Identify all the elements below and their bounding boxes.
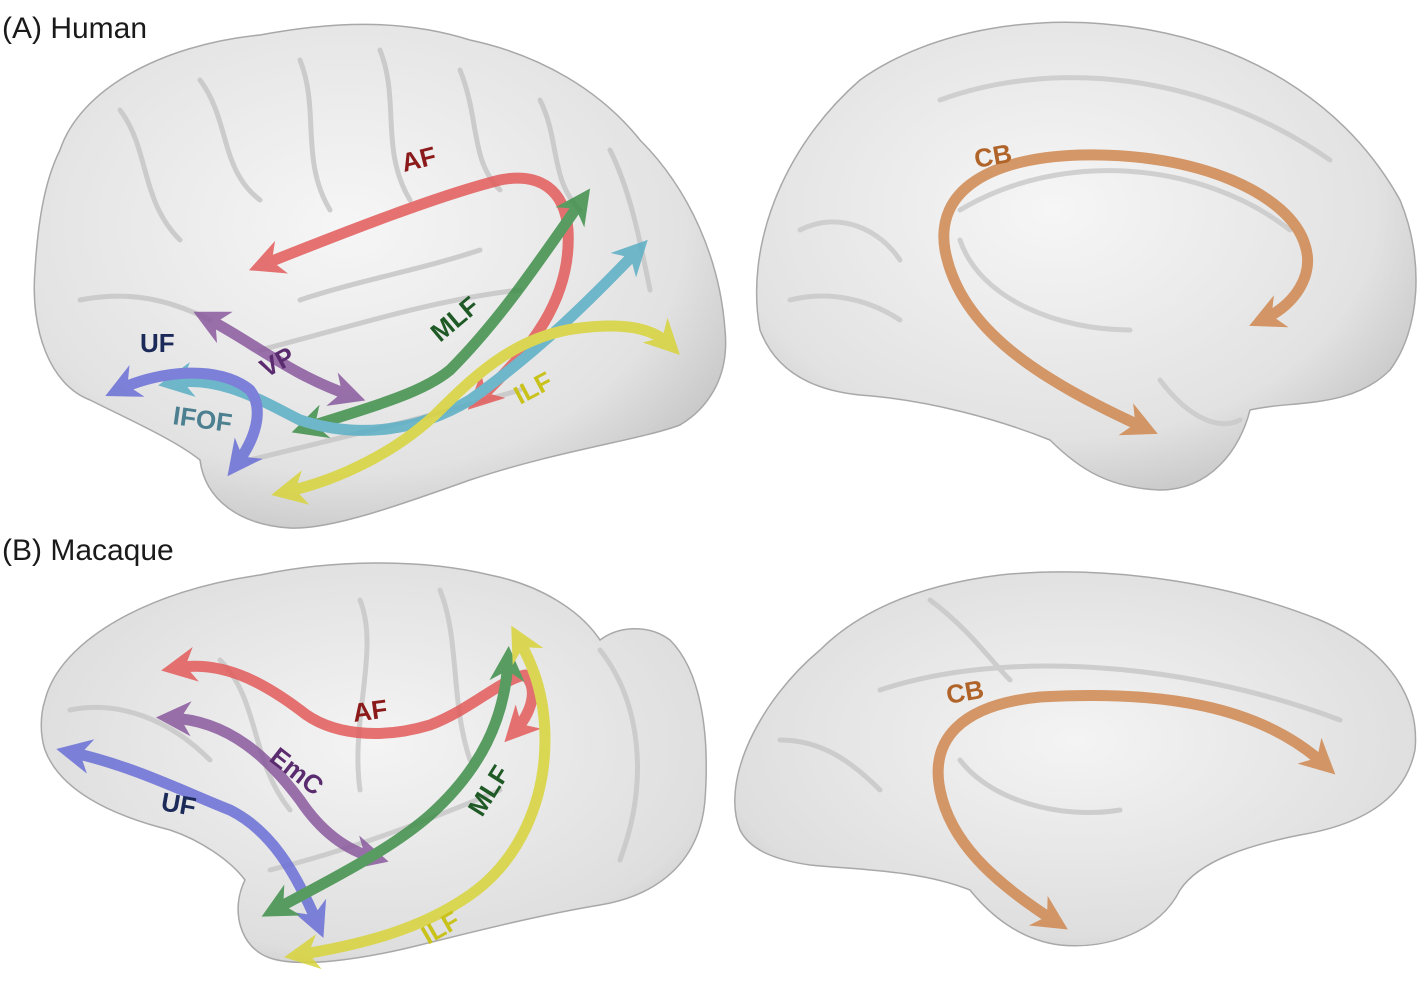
human-ilf-tract <box>271 317 680 505</box>
human-lateral-tracts <box>105 172 680 505</box>
panel-label-human: (A) Human <box>2 12 148 45</box>
panel-label-macaque: (B) Macaque <box>2 534 174 567</box>
human-medial-brain <box>755 21 1417 491</box>
macaque-cb-tract <box>932 689 1336 930</box>
macaque-uf-label: UF <box>159 786 198 822</box>
macaque-lateral-tracts <box>56 625 551 970</box>
human-uf-label: UF <box>140 328 175 358</box>
macaque-lateral-cortex <box>40 562 707 964</box>
human-cb-label: CB <box>972 138 1014 174</box>
human-medial-cortex <box>755 21 1417 491</box>
macaque-cb-label: CB <box>944 674 986 710</box>
macaque-ilf-tract <box>284 625 551 970</box>
macaque-medial-tracts <box>932 689 1336 930</box>
human-medial-tracts <box>938 149 1314 436</box>
macaque-af-label: AF <box>351 693 390 728</box>
human-cb-tract <box>938 149 1314 436</box>
human-vp-tract <box>193 311 366 406</box>
macaque-lateral-brain <box>40 562 707 964</box>
